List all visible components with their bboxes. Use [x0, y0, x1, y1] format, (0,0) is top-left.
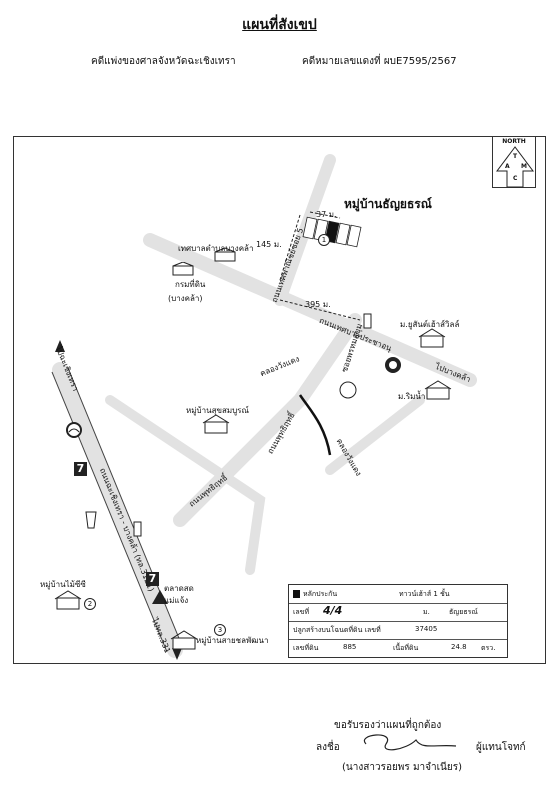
distance-395-label: 395 ม. [305, 300, 331, 309]
mu-sukhom-house-icon [202, 414, 230, 434]
mu-bottom-label: หมู่บ้านสายชลพัฒนา [196, 636, 269, 645]
upper-road [143, 233, 477, 387]
canal [298, 394, 332, 456]
compass-letter-m: M [521, 163, 527, 170]
legend-land-no: 885 [343, 643, 357, 651]
legend-row-1: หลักประกัน ทาวน์เฮ้าส์ 1 ชั้น [289, 585, 507, 604]
mu-bottom-house-icon [170, 630, 198, 650]
legend-house-no-label: เลขที่ [293, 608, 310, 616]
legend-land-no-label: เลขที่ดิน [293, 644, 319, 652]
north-compass: NORTH T A M C [492, 136, 536, 188]
marker-2: 2 [84, 598, 96, 610]
mu-rimnam-house-icon [424, 380, 452, 400]
municipality-building-icon [214, 248, 236, 262]
ptt-logo-icon [66, 422, 82, 438]
collateral-marker-icon [293, 590, 300, 598]
mu-rimnam-label: ม.ริมน้ำ [398, 392, 426, 401]
certify-text: ขอรับรองว่าแผนที่ถูกต้อง [334, 720, 442, 731]
municipality-label: เทศบาลตำบลบางคล้า [178, 244, 254, 253]
traffic-light-icon-2 [133, 521, 142, 537]
signer-role: ผู้แทนโจทก์ [476, 742, 526, 753]
mu-left-house-icon [54, 590, 82, 610]
legend-row-2: เลขที่ 4/4 ม. ธัญยธรณ์ [289, 603, 507, 622]
village-main-label: หมู่บ้านธัญยธรณ์ [344, 197, 432, 211]
legend-area: 24.8 [451, 643, 467, 651]
legend-box: หลักประกัน ทาวน์เฮ้าส์ 1 ชั้น เลขที่ 4/4… [288, 584, 508, 658]
main-road-bottom-arrow [172, 648, 182, 660]
legend-deed-no: 37405 [415, 625, 438, 633]
legend-area-unit: ตรว. [481, 644, 496, 652]
market-icon [152, 590, 168, 604]
seven-eleven-icon-2: 7 [146, 572, 159, 586]
mu-usa-label: ม.ยูสันต์เฮ้าส์วิลล์ [400, 320, 460, 329]
north-label: NORTH [502, 138, 526, 145]
legend-deed-label: ปลูกสร้างบนโฉนดที่ดิน เลขที่ [293, 626, 381, 634]
traffic-light-icon [363, 313, 372, 329]
case-number: คดีหมายเลขแดงที่ ผบE7595/2567 [302, 56, 457, 67]
compass-letter-t: T [513, 153, 518, 160]
right-road [325, 395, 425, 475]
marker-3: 3 [214, 624, 226, 636]
court-name: คดีแพ่งของศาลจังหวัดฉะเชิงเทรา [91, 56, 236, 67]
legend-house-no: 4/4 [323, 604, 343, 617]
market-label: ตลาดสด [164, 584, 194, 593]
dash-145 [279, 214, 301, 281]
distance-37-label: 37 ม. [316, 210, 337, 219]
village-blocks [302, 216, 362, 248]
north-arrow-icon [496, 146, 534, 188]
compass-letter-c: C [513, 175, 518, 182]
page-title: แผนที่สังเขป [242, 17, 317, 33]
compass-letter-a: A [505, 163, 510, 170]
dash-395 [279, 299, 361, 321]
market-sub-label: แม่แจ้ง [164, 596, 189, 605]
seven-eleven-icon: 7 [74, 462, 87, 476]
legend-marker-label: หลักประกัน [303, 590, 338, 598]
roundabout [339, 381, 357, 399]
mu-usa-house-icon [418, 328, 446, 348]
legend-building-type: ทาวน์เฮ้าส์ 1 ชั้น [399, 590, 450, 598]
legend-mu-label: ม. [423, 608, 430, 616]
land-office-building-icon [172, 262, 194, 276]
bank-logo-icon [385, 357, 401, 373]
legend-village: ธัญยธรณ์ [449, 608, 478, 616]
legend-area-label: เนื้อที่ดิน [393, 644, 419, 652]
land-office-sub-label: (บางคล้า) [168, 294, 203, 303]
signer-name: (นางสาวรอยพร มาจำเนียร) [342, 762, 463, 773]
middle-soi [173, 313, 362, 527]
signature-mark [363, 734, 457, 751]
legend-row-4: เลขที่ดิน 885 เนื้อที่ดิน 24.8 ตรว. [289, 639, 507, 657]
lower-soi [105, 395, 266, 575]
mu-left-label: หมู่บ้านไม้ซีซี [40, 580, 86, 589]
map-frame [13, 136, 546, 664]
mu-sukhom-label: หมู่บ้านสุขสมบูรณ์ [186, 406, 249, 415]
sign-label: ลงชื่อ [316, 742, 340, 753]
honda-logo-icon [85, 511, 97, 529]
main-road-top-arrow [55, 340, 65, 352]
legend-row-3: ปลูกสร้างบนโฉนดที่ดิน เลขที่ 37405 [289, 621, 507, 640]
land-office-label: กรมที่ดิน [175, 280, 206, 289]
marker-1: 1 [318, 234, 330, 246]
dash-37 [309, 211, 341, 219]
distance-145-label: 145 ม. [256, 240, 282, 249]
